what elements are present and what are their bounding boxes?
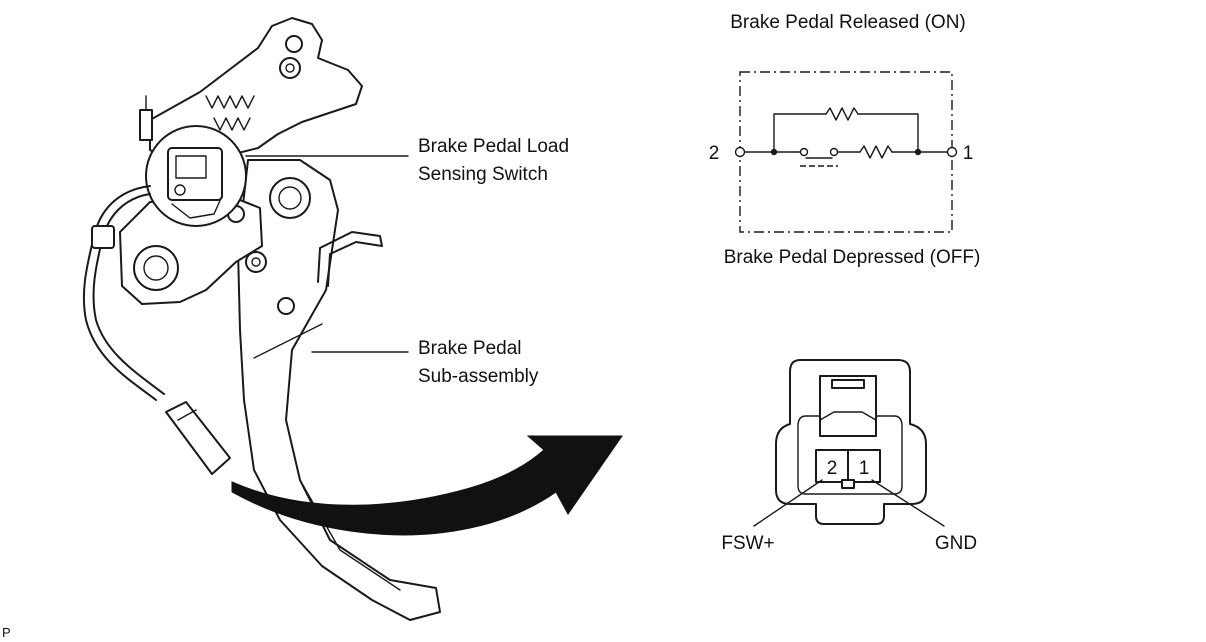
sensing-switch-body <box>167 147 223 201</box>
upper-branch-right <box>857 113 919 153</box>
wire-clip <box>317 231 383 287</box>
bracket-hole-mid-inner <box>285 63 295 73</box>
circuit-title-released: Brake Pedal Released (ON) <box>730 12 966 33</box>
connector-face <box>753 359 945 527</box>
connector-pin-1-label: 1 <box>859 458 870 479</box>
switch-contact-left <box>799 147 809 157</box>
connector-key <box>841 479 855 489</box>
wire-harness <box>82 185 157 401</box>
sensing-switch-screw <box>174 184 186 196</box>
bracket-spring <box>205 95 255 109</box>
connector-pin-2-label: 2 <box>827 458 838 479</box>
arm-hole <box>277 297 295 315</box>
sensing-switch-face <box>175 155 207 179</box>
connector-lock-slot <box>831 379 865 389</box>
curved-arrow <box>231 435 623 536</box>
pedal-label-line2: Sub-assembly <box>418 366 539 387</box>
pivot-boss <box>133 245 179 291</box>
connector-housing <box>775 359 927 525</box>
switch-contact-right <box>829 147 839 157</box>
junction-right <box>914 148 922 156</box>
bracket-hole-top <box>285 35 303 53</box>
upper-branch-left <box>773 113 827 153</box>
switch-label-line1: Brake Pedal Load <box>418 136 569 157</box>
upper-resistor <box>825 107 859 121</box>
terminal-1-label: 1 <box>963 143 974 164</box>
fsw-plus-label: FSW+ <box>721 533 774 554</box>
sensing-switch-bracket <box>171 195 223 219</box>
gnd-label: GND <box>935 533 977 554</box>
connector-lock-ramp <box>819 411 877 421</box>
bracket-bolt <box>139 109 153 141</box>
corner-code: P <box>2 625 11 640</box>
pedal-label-line1: Brake Pedal <box>418 338 522 359</box>
circuit-title-depressed: Brake Pedal Depressed (OFF) <box>724 247 981 268</box>
upper-boss <box>269 177 311 219</box>
connector-lock-tab <box>819 375 877 437</box>
junction-left <box>770 148 778 156</box>
terminal-2-label: 2 <box>709 143 720 164</box>
fsw-leader-line <box>753 479 823 527</box>
pivot-boss-inner <box>143 255 169 281</box>
circuit-schematic <box>734 107 958 167</box>
plug-rib <box>177 409 197 421</box>
terminal-1 <box>946 146 958 158</box>
link-pin-inner <box>251 257 261 267</box>
switch-label-line2: Sensing Switch <box>418 164 548 185</box>
connector-pin-1-cavity <box>847 449 881 483</box>
bracket-spring-lower <box>213 117 251 131</box>
wire-harness-outer <box>92 193 165 395</box>
link-pin <box>245 251 267 273</box>
upper-boss-inner <box>278 186 302 210</box>
terminal-2 <box>734 146 746 158</box>
bracket-hole-mid <box>279 57 301 79</box>
gnd-leader-line <box>871 479 945 527</box>
wire-grommet <box>91 225 115 249</box>
switch-connector-plug <box>165 401 231 475</box>
pedal-arm <box>237 159 441 621</box>
pedal-arm-seam <box>253 323 323 359</box>
lower-resistor <box>859 145 893 159</box>
